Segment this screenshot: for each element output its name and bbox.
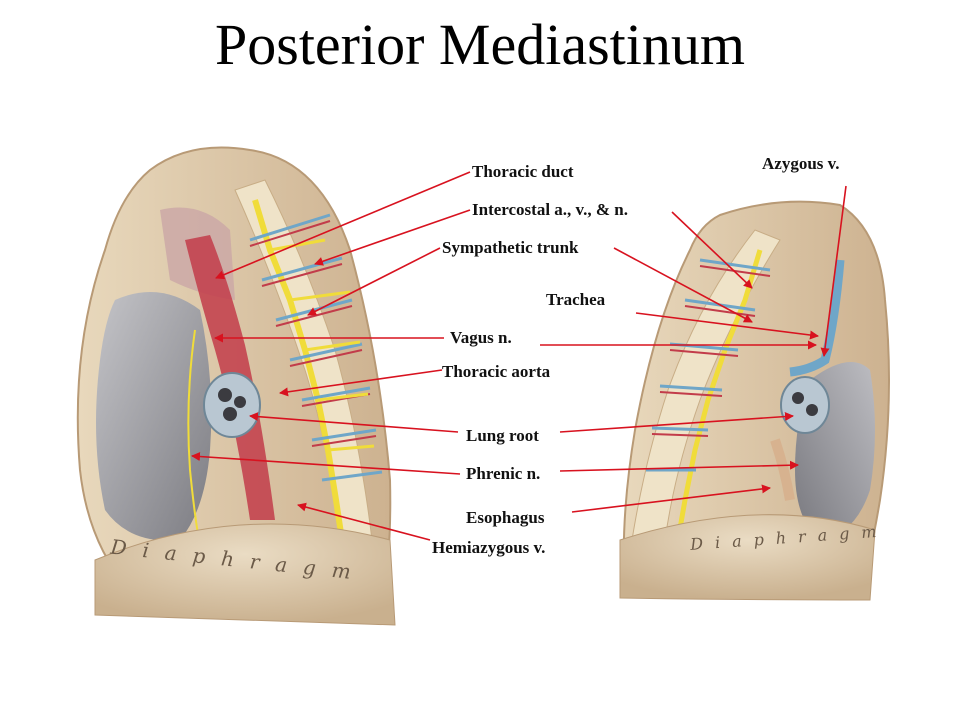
left-lung-cavity	[96, 292, 212, 541]
arrow-azygous	[820, 185, 847, 357]
left-lung-root	[203, 372, 261, 438]
left-diaphragm	[94, 523, 396, 626]
arrow-trachea	[635, 312, 819, 340]
pointer-arrows	[191, 171, 847, 541]
label-trachea: Trachea	[546, 290, 606, 309]
arrow-intercostal-left	[314, 209, 471, 266]
right-diaphragm	[619, 514, 876, 601]
label-esophagus: Esophagus	[466, 508, 545, 527]
left-vertebral-column	[234, 179, 383, 541]
label-sympathetic-trunk: Sympathetic trunk	[442, 238, 579, 257]
arrow-thoracic-duct	[215, 171, 471, 280]
left-thorax-illustration	[76, 146, 396, 626]
arrow-sympathetic-right	[613, 247, 753, 323]
label-vagus: Vagus n.	[450, 328, 512, 347]
arrow-phrenic-left	[191, 452, 461, 475]
label-lung-root: Lung root	[466, 426, 539, 445]
arrow-phrenic-right	[559, 460, 799, 472]
arrow-intercostal-right	[671, 211, 753, 289]
arrow-hemiazygous	[297, 502, 431, 541]
right-lung-root	[780, 376, 830, 434]
label-thoracic-aorta: Thoracic aorta	[442, 362, 551, 381]
label-thoracic-duct: Thoracic duct	[472, 162, 574, 181]
label-azygous: Azygous v.	[762, 154, 840, 173]
right-esophagus	[770, 438, 795, 501]
label-intercostal: Intercostal a., v., & n.	[472, 200, 628, 219]
left-phrenic-nerve	[187, 329, 201, 546]
arrow-sympathetic-left	[307, 247, 441, 316]
arrow-lung-root-right	[559, 412, 794, 433]
slide-title: Posterior Mediastinum	[214, 12, 745, 77]
right-vertebral-column	[631, 229, 781, 541]
arrow-lung-root-left	[249, 412, 459, 433]
label-hemiazygous: Hemiazygous v.	[432, 538, 546, 557]
label-phrenic: Phrenic n.	[466, 464, 541, 483]
arrow-esophagus	[571, 484, 771, 513]
arrow-thoracic-aorta	[279, 369, 443, 397]
right-thorax-illustration	[619, 200, 890, 601]
